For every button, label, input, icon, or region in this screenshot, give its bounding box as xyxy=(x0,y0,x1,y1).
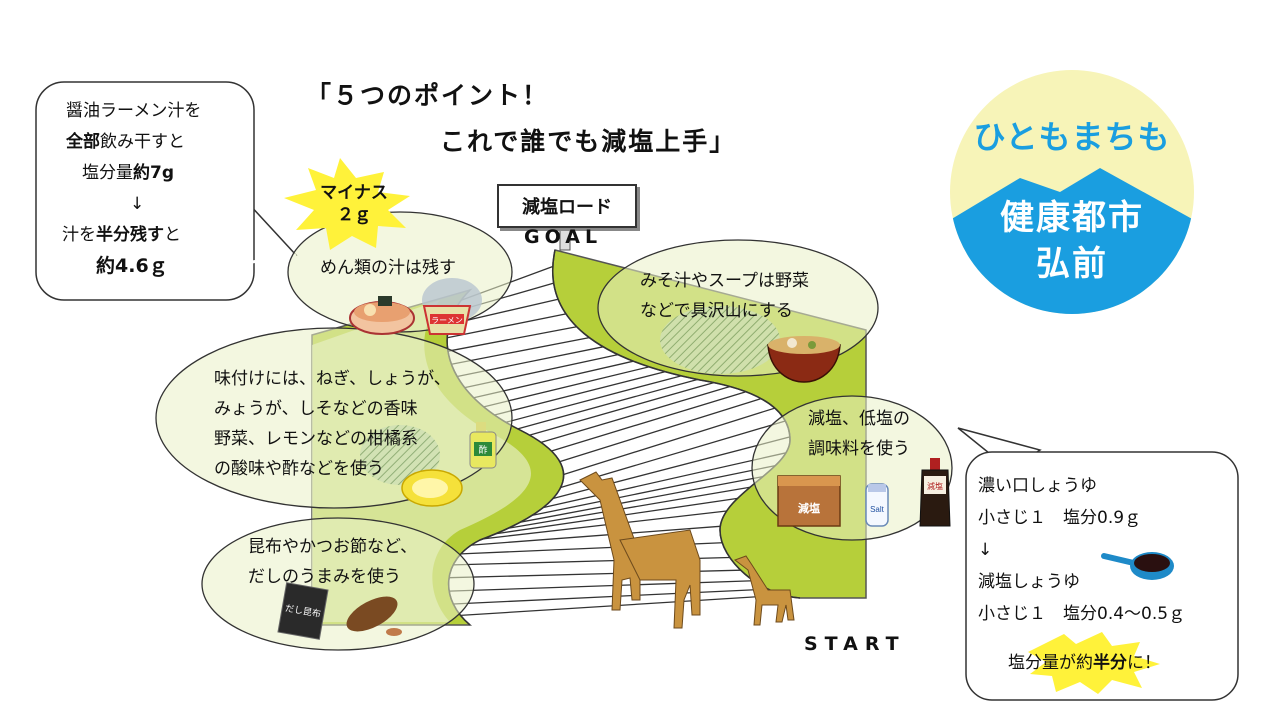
cup-ramen-label: ラーメン xyxy=(431,316,463,325)
point-dashi-line-1: 昆布やかつお節など、 xyxy=(248,537,418,557)
road-stripe xyxy=(451,336,590,365)
ramen-line-6: 約4.6ｇ xyxy=(96,255,168,277)
ramen-line-5-bold: 半分残す xyxy=(96,225,164,245)
point-seasoning-line-3: 野菜、レモンなどの柑橘系 xyxy=(214,429,418,449)
soy-line-6-bold: 半分 xyxy=(1093,653,1127,673)
vegetable-blob xyxy=(360,425,440,485)
goal-label: GOAL xyxy=(524,226,603,248)
ramen-callout: 醤油ラーメン汁を 全部飲み干すと 塩分量約7g ↓ 汁を半分残すと 約4.6ｇ xyxy=(56,96,242,282)
road-stripe xyxy=(449,580,754,592)
logo-bottom-line-1: 健康都市 xyxy=(1000,198,1144,238)
ramen-line-3-bold: 約7g xyxy=(133,163,174,183)
point-seasoning-line-2: みょうが、しそなどの香味 xyxy=(214,399,418,419)
ramen-line-5-post: と xyxy=(164,225,181,245)
ramen-arrow: ↓ xyxy=(130,194,145,214)
giraffe-small-icon xyxy=(733,555,795,626)
soy-spoon-icon xyxy=(1101,552,1174,580)
ramen-line-2-rest: 飲み干すと xyxy=(100,132,185,152)
salt-shaker-icon: Salt xyxy=(865,483,889,527)
soy-line-1: 濃い口しょうゆ xyxy=(978,476,1097,496)
minus-line-2: ２ｇ xyxy=(337,205,371,225)
soy-bottle-label: 減塩 xyxy=(927,481,943,491)
road-stripe xyxy=(460,594,784,617)
point-bubble-dashi xyxy=(201,517,475,651)
road-sign: 減塩ロード xyxy=(497,184,637,228)
logo-top-text: ひともまちも xyxy=(973,118,1171,156)
point-lowsalt-line-2: 調味料を使う xyxy=(808,439,910,459)
ramen-line-5-pre: 汁を xyxy=(62,225,96,245)
road-stripe xyxy=(483,366,650,408)
giraffe-large-icon xyxy=(579,471,701,629)
point-seasoning-line-4: の酸味や酢などを使う xyxy=(214,459,384,479)
lemon-icon xyxy=(401,469,463,507)
ramen-bowl-icon xyxy=(349,296,415,335)
ramen-line-3-pre: 塩分量 xyxy=(82,163,133,183)
road-stripe xyxy=(453,588,769,605)
soy-sauce-bottle-icon: 減塩 xyxy=(919,458,951,527)
genen-label: 減塩 xyxy=(798,501,820,515)
ramen-line-1: 醤油ラーメン汁を xyxy=(66,101,202,121)
soy-result: 塩分量が約半分に！ xyxy=(1008,648,1161,679)
road-stripe xyxy=(551,391,747,452)
point-dashi-text: 昆布やかつお節など、 だしのうまみを使う xyxy=(248,532,417,592)
vinegar-label: 酢 xyxy=(478,444,487,455)
point-lowsalt-text: 減塩、低塩の 調味料を使う xyxy=(808,404,910,464)
road-stripe xyxy=(563,407,776,476)
soy-line-4: 減塩しょうゆ xyxy=(978,572,1080,592)
logo-bottom-line-2: 弘前 xyxy=(1036,244,1108,284)
vegetable-blob xyxy=(660,306,780,374)
title-line-2: これで誰でも減塩上手」 xyxy=(440,127,737,156)
hirosaki-logo: ひともまちも 健康都市 弘前 xyxy=(950,70,1194,314)
soy-line-5: 小さじ１ 塩分0.4～0.5ｇ xyxy=(978,604,1186,624)
point-miso-line-2: などで具沢山にする xyxy=(640,301,793,321)
road-stripe xyxy=(542,452,787,509)
road-stripe xyxy=(447,326,577,352)
katsuobushi-icon xyxy=(346,596,402,636)
road-stripe xyxy=(471,525,721,546)
dashi-pack-icon: だし昆布 xyxy=(277,582,329,640)
road-stripe xyxy=(483,510,727,540)
point-lowsalt-line-1: 減塩、低塩の xyxy=(808,409,910,429)
miso-soup-bowl-icon xyxy=(767,336,841,383)
minus-line-1: マイナス xyxy=(320,183,388,203)
soy-line-6-pre: 塩分量が約 xyxy=(1008,653,1093,673)
point-seasoning-line-1: 味付けには、ねぎ、しょうが、 xyxy=(214,369,451,389)
point-miso-line-1: みそ汁やスープは野菜 xyxy=(640,271,809,291)
start-label: START xyxy=(804,633,906,655)
salt-label: Salt xyxy=(870,505,885,514)
road-stripe xyxy=(507,486,751,529)
soy-line-6-post: に！ xyxy=(1127,653,1161,673)
road-stripe xyxy=(494,371,666,416)
point-noodle-text: めん類の汁は残す xyxy=(320,253,456,283)
starburst-shape xyxy=(284,158,410,250)
road-stripe xyxy=(517,378,698,430)
point-seasoning-text: 味付けには、ねぎ、しょうが、 みょうが、しそなどの香味 野菜、レモンなどの柑橘系… xyxy=(214,364,451,484)
vinegar-bottle-icon: 酢 xyxy=(469,422,497,469)
miso-container-icon: 減塩 xyxy=(777,475,841,527)
road-stripe xyxy=(531,464,776,517)
soy-arrow: ↓ xyxy=(978,540,993,560)
ramen-line-2-bold: 全部 xyxy=(66,132,100,152)
starburst-small xyxy=(1028,632,1160,694)
point-noodle-line-1: めん類の汁は残す xyxy=(320,258,456,278)
road-stripe xyxy=(447,313,567,339)
road-stripe xyxy=(520,476,763,523)
road-stripe xyxy=(559,398,762,463)
title-line-1: 「５つのポイント！ xyxy=(306,81,550,110)
road-stripe xyxy=(529,381,715,436)
soy-callout: 濃い口しょうゆ 小さじ１ 塩分0.9ｇ ↓ 減塩しょうゆ 小さじ１ 塩分0.4～… xyxy=(978,470,1185,630)
road-stripe xyxy=(540,385,731,444)
road-stripe xyxy=(505,375,682,423)
point-dashi-line-2: だしのうまみを使う xyxy=(248,567,401,587)
cup-ramen-icon: ラーメン xyxy=(422,305,472,335)
soy-line-2: 小さじ１ 塩分0.9ｇ xyxy=(978,508,1142,528)
point-miso-text: みそ汁やスープは野菜 などで具沢山にする xyxy=(640,266,809,326)
minus-starburst-text: マイナス ２ｇ xyxy=(314,182,394,226)
